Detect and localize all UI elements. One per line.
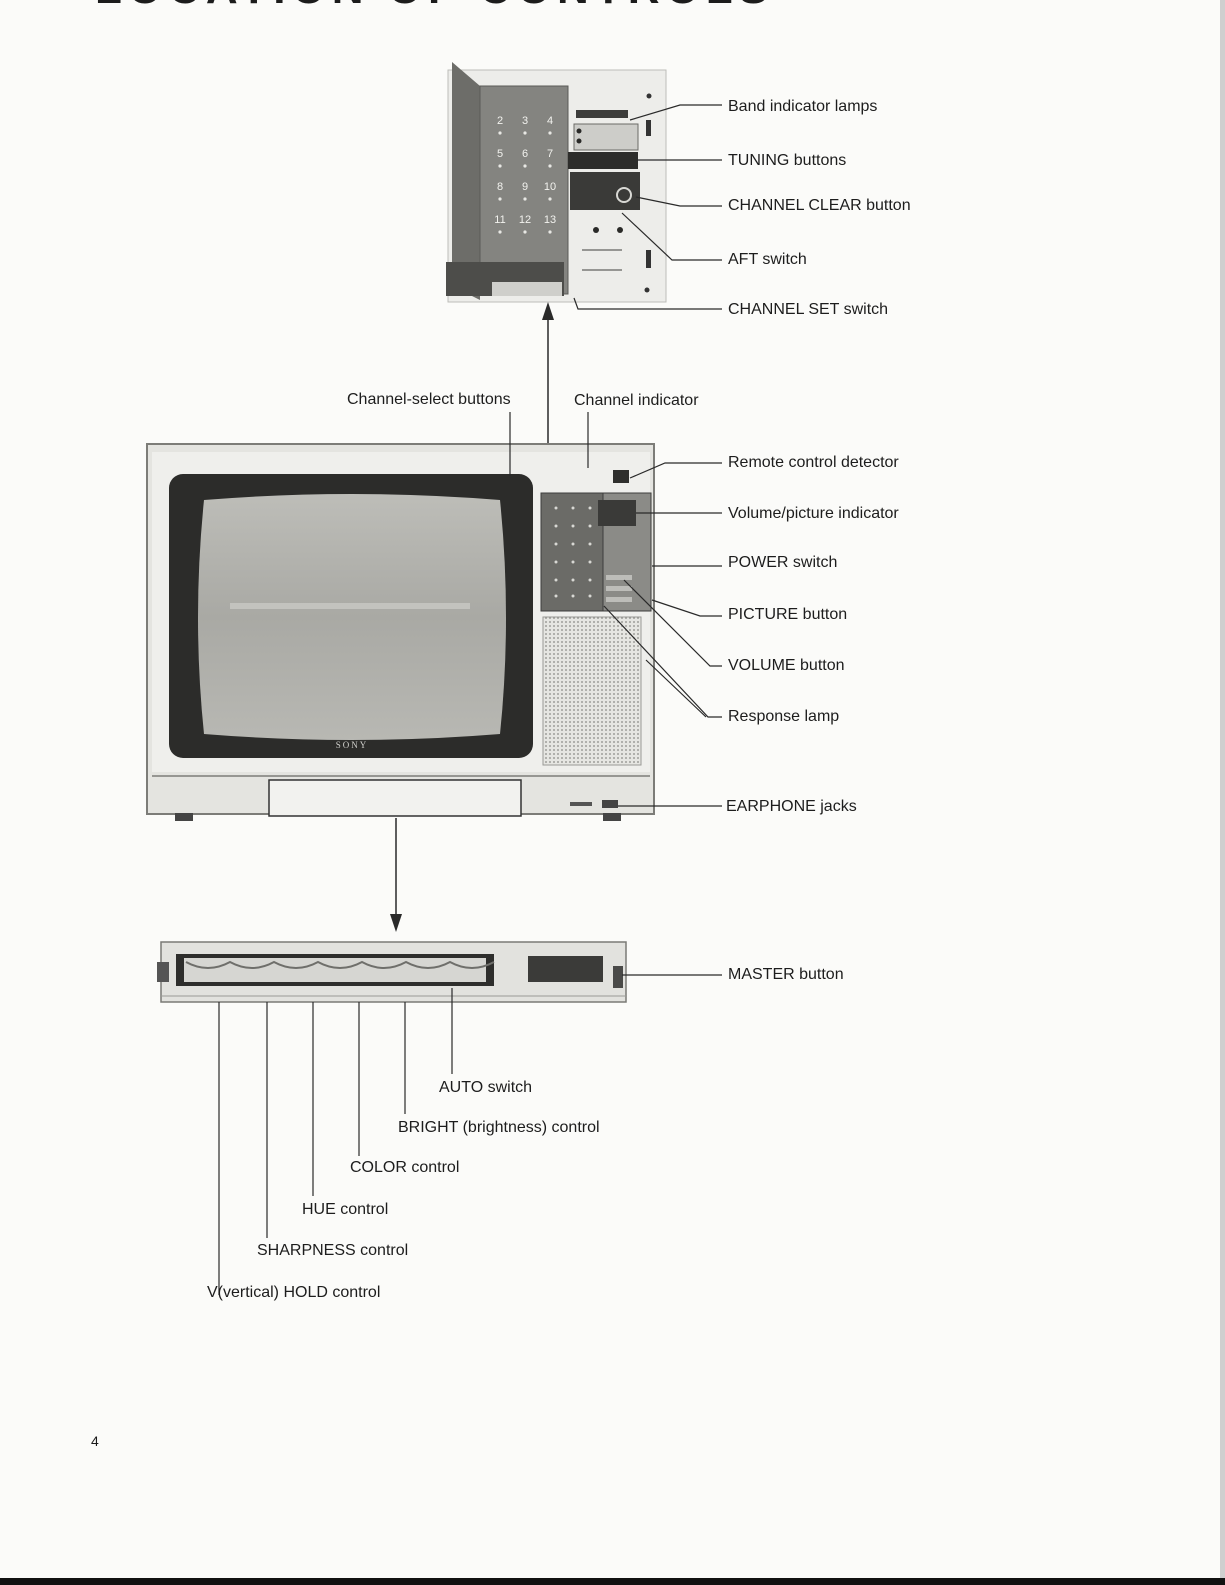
label-sharpness-control: SHARPNESS control <box>257 1242 409 1259</box>
label-channel-indicator: Channel indicator <box>574 392 699 409</box>
page-bottom-edge <box>0 1578 1225 1585</box>
keypad-button <box>498 164 502 168</box>
channel-clear-knob <box>616 187 632 203</box>
keypad-digit: 7 <box>547 148 553 160</box>
keypad-button <box>498 197 502 201</box>
keypad-button <box>523 164 527 168</box>
label-hue-control: HUE control <box>302 1201 389 1218</box>
page-title: LOCATION OF CONTROLS <box>95 0 774 14</box>
label-remote-control-detector: Remote control detector <box>728 454 899 471</box>
volume-picture-indicator <box>598 500 636 526</box>
label-auto-switch: AUTO switch <box>439 1079 533 1096</box>
page-number: 4 <box>91 1433 99 1449</box>
keypad-digit: 11 <box>494 214 505 226</box>
label-volume-button: VOLUME button <box>728 657 845 674</box>
speaker-grille <box>542 616 642 766</box>
television: SONY <box>146 443 655 821</box>
keypad-digit: 4 <box>547 115 553 127</box>
label-bright-control: BRIGHT (brightness) control <box>398 1119 600 1136</box>
keypad-digit: 9 <box>522 181 528 193</box>
label-aft-switch: AFT switch <box>728 251 807 268</box>
keypad-digit: 13 <box>544 214 556 226</box>
sub-panel-door <box>268 779 522 817</box>
label-response-lamp: Response lamp <box>728 708 840 725</box>
keypad-digit: 6 <box>522 148 528 160</box>
keypad-button <box>548 230 552 234</box>
label-color-control: COLOR control <box>350 1159 460 1176</box>
label-earphone-jacks: EARPHONE jacks <box>726 798 857 815</box>
keypad-button <box>523 131 527 135</box>
label-channel-clear-button: CHANNEL CLEAR button <box>728 197 911 214</box>
label-channel-select-buttons: Channel-select buttons <box>347 391 511 408</box>
label-master-button: MASTER button <box>728 966 844 983</box>
keypad-button <box>548 131 552 135</box>
tuning-buttons <box>568 152 638 169</box>
sub-control-panel <box>157 941 627 1003</box>
keypad-panel <box>479 85 569 295</box>
label-volume-picture-indicator: Volume/picture indicator <box>728 505 899 522</box>
keypad-button <box>498 230 502 234</box>
remote-control-detector <box>613 470 629 483</box>
label-power-switch: POWER switch <box>728 554 838 571</box>
label-tuning-buttons: TUNING buttons <box>728 152 847 169</box>
keypad-digit: 12 <box>519 214 531 226</box>
keypad-button <box>548 197 552 201</box>
control-panel-detail: 2 3 4 5 6 7 8 9 10 11 12 13 <box>446 62 667 303</box>
label-channel-set-switch: CHANNEL SET switch <box>728 301 889 318</box>
keypad-digits: 2 3 4 5 6 7 8 9 10 11 12 13 <box>494 115 556 234</box>
label-band-indicator-lamps: Band indicator lamps <box>728 98 878 115</box>
keypad-digit: 3 <box>522 115 528 127</box>
panel-door <box>452 62 480 300</box>
keypad-button <box>498 131 502 135</box>
label-picture-button: PICTURE button <box>728 606 848 623</box>
keypad-digit: 2 <box>497 115 503 127</box>
leader-lines <box>218 104 722 1295</box>
earphone-jacks <box>602 800 618 808</box>
master-button <box>613 966 623 988</box>
label-v-hold-control: V(vertical) HOLD control <box>207 1284 381 1301</box>
keypad-digit: 8 <box>497 181 503 193</box>
keypad-button <box>523 197 527 201</box>
screen <box>198 494 506 740</box>
keypad-digit: 5 <box>497 148 503 160</box>
page-right-edge <box>1220 0 1225 1578</box>
channel-select-buttons <box>540 492 604 612</box>
keypad-button <box>523 230 527 234</box>
band-indicator-lamps <box>576 110 628 118</box>
keypad-digit: 10 <box>544 181 556 193</box>
brand-logo: SONY <box>336 740 369 750</box>
keypad-button <box>548 164 552 168</box>
